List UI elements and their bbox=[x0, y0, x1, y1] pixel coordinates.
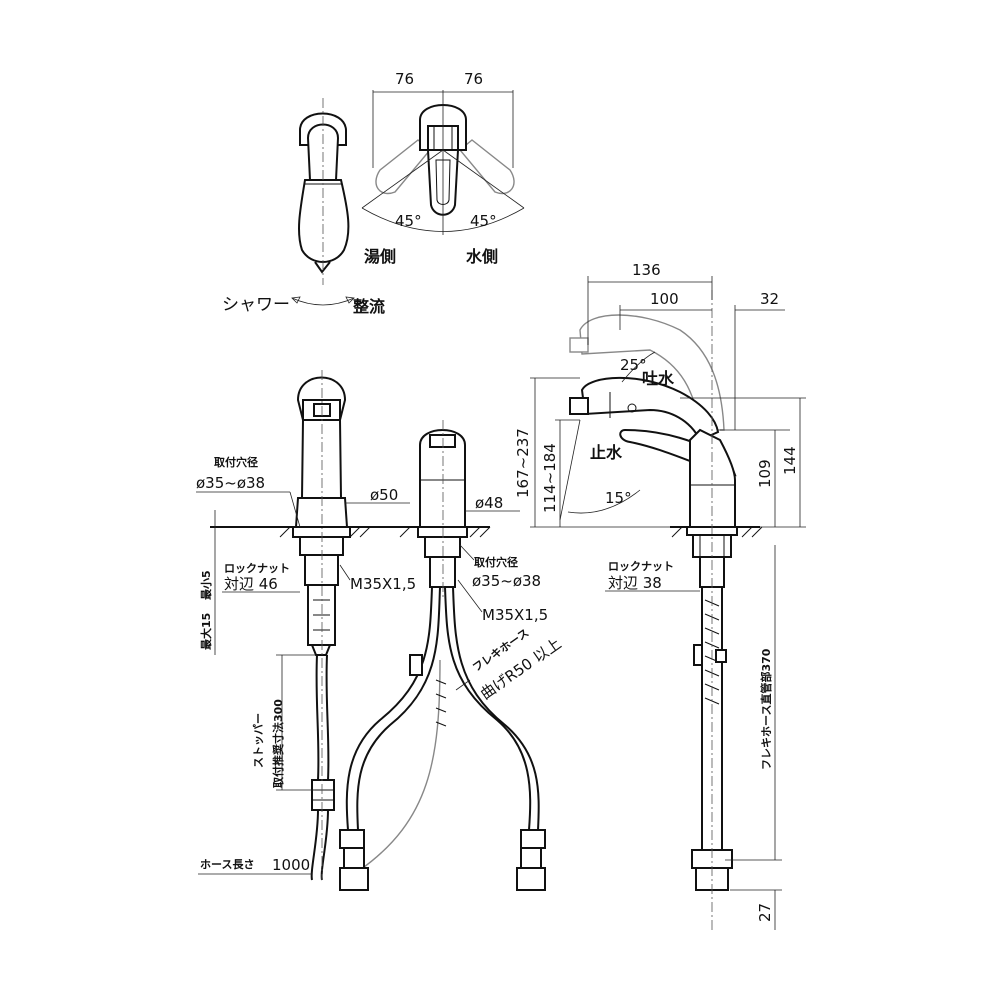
dim-144: 144 bbox=[781, 446, 799, 475]
angle-45-left: 45° bbox=[395, 212, 422, 230]
hot-side-label: 湯側 bbox=[364, 247, 396, 266]
dia-48-label: ø48 bbox=[475, 494, 503, 512]
straight-label: 整流 bbox=[352, 297, 385, 316]
range-114-184: 114~184 bbox=[541, 443, 559, 513]
counter-hatch-right bbox=[671, 526, 763, 538]
shower-straight-arrow bbox=[291, 297, 355, 306]
dim-76-right: 76 bbox=[464, 70, 483, 88]
max-15-label: 最大15 bbox=[199, 613, 213, 650]
hose-length-label: ホース長さ bbox=[200, 858, 254, 871]
hose-length-value: 1000 bbox=[272, 856, 310, 874]
angle-45-right: 45° bbox=[470, 212, 497, 230]
front-view-center bbox=[339, 429, 546, 891]
bend-r50-label: 曲げR50 以上 bbox=[477, 634, 565, 703]
range-167-237: 167~237 bbox=[514, 428, 532, 498]
mount-hole-value-2: ø35~ø38 bbox=[472, 572, 541, 590]
dim-27: 27 bbox=[756, 903, 774, 922]
angle-25-label: 25° bbox=[620, 356, 647, 374]
stop-water-label: 止水 bbox=[590, 443, 623, 462]
thread-label-2: M35X1,5 bbox=[482, 606, 548, 624]
thread-label-1: M35X1,5 bbox=[350, 575, 416, 593]
mount-hole-label-2: 取付穴径 bbox=[474, 555, 518, 569]
dia-50-label: ø50 bbox=[370, 486, 398, 504]
spout-water-label: 吐水 bbox=[642, 369, 675, 388]
dim-100: 100 bbox=[650, 290, 679, 308]
shower-label: シャワー bbox=[222, 295, 290, 315]
handle-side-view bbox=[298, 98, 350, 285]
mount-hole-value-1: ø35~ø38 bbox=[196, 474, 265, 492]
min-5-label: 最小5 bbox=[199, 570, 213, 600]
locknut-label-1: ロックナット bbox=[224, 562, 290, 575]
dim-109: 109 bbox=[756, 459, 774, 488]
angle-15-label: 15° bbox=[605, 489, 632, 507]
dim-32: 32 bbox=[760, 290, 779, 308]
stopper-label: ストッパー bbox=[252, 713, 265, 768]
counter-hatch-center bbox=[399, 526, 491, 538]
dim-136: 136 bbox=[632, 261, 661, 279]
faucet-side-view bbox=[569, 314, 738, 891]
front-view-left bbox=[292, 376, 351, 881]
counter-hatch-left bbox=[279, 526, 371, 538]
dim-76-left: 76 bbox=[395, 70, 414, 88]
flex-hose-370-label: フレキホース直管部370 bbox=[759, 648, 773, 770]
mount-hole-label-1: 取付穴径 bbox=[214, 455, 258, 469]
locknut-value-1: 対辺 46 bbox=[224, 575, 278, 593]
locknut-value-2: 対辺 38 bbox=[608, 574, 662, 592]
stopper-300-label: 取付推奨寸法300 bbox=[271, 699, 285, 788]
cold-side-label: 水側 bbox=[466, 247, 498, 266]
faucet-top-view bbox=[375, 104, 515, 216]
locknut-label-2: ロックナット bbox=[608, 560, 674, 573]
